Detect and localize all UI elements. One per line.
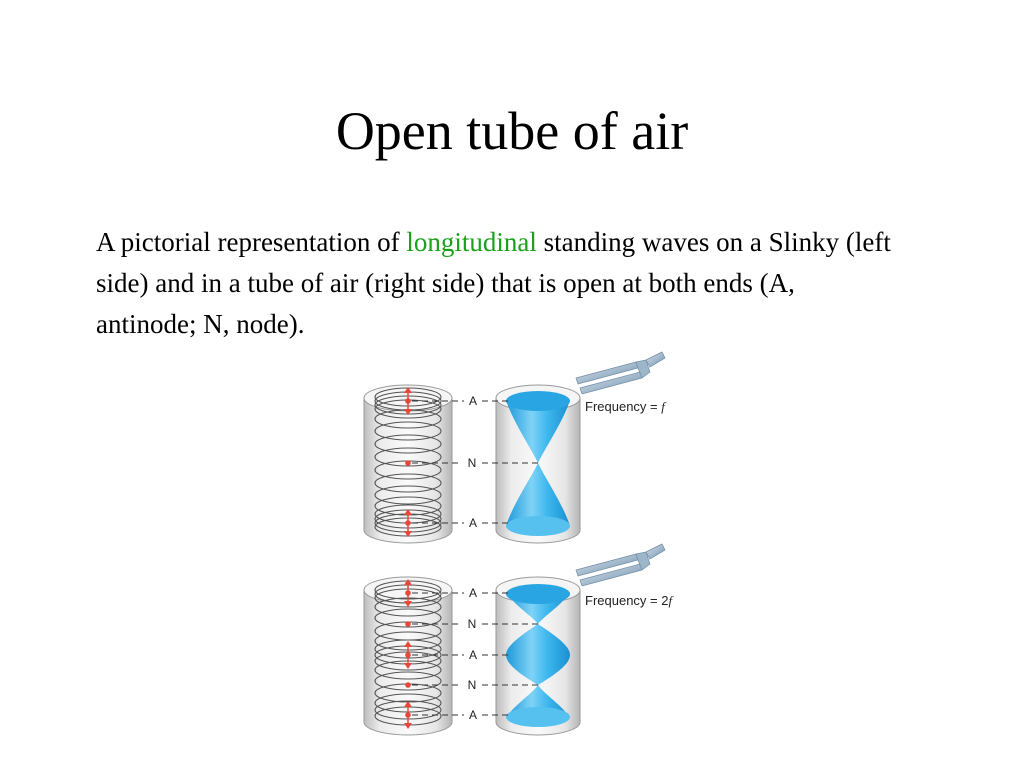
antinode-marker bbox=[404, 509, 412, 537]
tuning-fork-icon bbox=[575, 543, 666, 587]
connector-lines bbox=[412, 592, 540, 716]
panel-frequency-f: A N A Frequency = f bbox=[363, 351, 667, 544]
label-antinode: A bbox=[469, 516, 477, 530]
antinode-marker bbox=[404, 579, 412, 607]
antinode-marker bbox=[404, 701, 412, 729]
label-node: N bbox=[468, 456, 477, 470]
connector-lines bbox=[412, 400, 540, 524]
slide-title: Open tube of air bbox=[335, 101, 689, 161]
panel-frequency-2f: A N A N A Frequency = 2f bbox=[363, 543, 674, 736]
frequency-label: Frequency = f bbox=[585, 399, 667, 414]
tuning-fork-icon bbox=[575, 351, 666, 395]
antinode-marker bbox=[404, 387, 412, 415]
frequency-label: Frequency = 2f bbox=[585, 593, 674, 608]
label-antinode: A bbox=[469, 648, 477, 662]
air-standing-wave bbox=[506, 584, 570, 727]
air-standing-wave bbox=[506, 391, 570, 536]
label-antinode: A bbox=[469, 586, 477, 600]
label-node: N bbox=[468, 678, 477, 692]
node-marker bbox=[405, 460, 411, 466]
antinode-marker bbox=[404, 641, 412, 669]
highlight-longitudinal: longitudinal bbox=[406, 227, 537, 257]
label-antinode: A bbox=[469, 394, 477, 408]
node-marker bbox=[405, 621, 411, 627]
label-node: N bbox=[468, 617, 477, 631]
label-antinode: A bbox=[469, 708, 477, 722]
slide-description: A pictorial representation of longitudin… bbox=[96, 222, 896, 345]
node-marker bbox=[405, 682, 411, 688]
description-text-end: standing waves on a Slinky (left side) a… bbox=[96, 227, 891, 339]
description-text-start: A pictorial representation of bbox=[96, 227, 407, 257]
